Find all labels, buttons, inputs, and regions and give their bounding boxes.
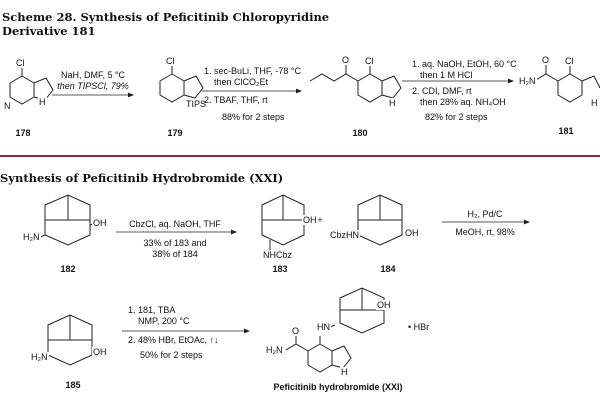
structure-179 (159, 66, 204, 103)
step2-yield: 88% for 2 steps (222, 112, 285, 122)
atom-h2n-185: H₂N (30, 352, 49, 362)
step3-yield: 82% for 2 steps (425, 112, 488, 122)
atom-cl-179: Cl (165, 56, 176, 66)
plus-sign: + (317, 215, 323, 225)
atom-nh-178: H (38, 97, 47, 107)
atom-nh-180: H (388, 98, 397, 108)
xxi-step3-yield: 50% for 2 steps (140, 350, 203, 360)
compound-label-185: 185 (65, 380, 81, 390)
xxi-step3-line2: NMP, 200 °C (138, 316, 190, 326)
step3-line4: then 28% aq. NH₄OH (420, 97, 506, 107)
atom-oh-184: OH (404, 228, 420, 238)
step2-line3: 2. TBAF, THF, rt (204, 95, 268, 105)
atom-h2n-182: H₂N (22, 232, 41, 242)
atom-oh-182: OH (92, 218, 108, 228)
compound-label-180: 180 (352, 128, 368, 138)
step1-reagents-2: then TIPSCl, 79% (57, 81, 129, 91)
xxi-step1-line1: CbzCl, aq. NaOH, THF (129, 219, 221, 229)
compound-label-179: 179 (167, 128, 183, 138)
atom-o-180: O (341, 55, 351, 65)
step2-line2: then ClCO₂Et (214, 77, 269, 87)
structure-183 (261, 194, 305, 250)
section-divider (0, 155, 600, 157)
structure-184 (357, 194, 403, 246)
structure-182 (37, 194, 99, 246)
structure-180 (309, 63, 402, 103)
atom-oh-183: OH (302, 215, 318, 225)
scheme-28-title-line2: Derivative 181 (2, 24, 96, 38)
atom-h2n-product: H₂N (265, 345, 284, 355)
structure-peficitinib (285, 287, 385, 373)
atom-cl-181: Cl (564, 56, 575, 66)
product-name: Peficitinib hydrobromide (XXI) (273, 382, 403, 392)
compound-label-182: 182 (60, 264, 76, 274)
atom-o-181: O (541, 55, 551, 65)
step3-line3: 2. CDI, DMF, rt (412, 86, 472, 96)
structure-178 (9, 68, 54, 105)
xxi-step2-line2: MeOH, rt, 98% (455, 227, 515, 237)
atom-cl-180: Cl (364, 56, 375, 66)
compound-label-184: 184 (380, 264, 396, 274)
atom-nh-product: H (340, 367, 349, 377)
atom-n-178: N (3, 101, 12, 111)
step3-line1: 1. aq. NaOH, EtOH, 60 °C (412, 59, 517, 69)
atom-oh-185: OH (92, 347, 108, 357)
xxi-step3-line1: 1. 181, TBA (128, 305, 176, 315)
compound-label-178: 178 (15, 128, 31, 138)
xxi-step3-line3: 2. 48% HBr, EtOAc, ↑↓ (128, 335, 219, 345)
hbr-salt: • HBr (408, 322, 430, 332)
atom-nhcbz-183: NHCbz (262, 250, 294, 260)
atom-oh-product: OH (376, 300, 392, 310)
xxi-step1-line3: 38% of 184 (152, 249, 198, 259)
scheme-28-title-line1: Scheme 28. Synthesis of Peficitinib Chlo… (2, 10, 330, 24)
atom-nh-181: H (590, 98, 599, 108)
scheme-xxi-title: Synthesis of Peficitinib Hydrobromide (X… (0, 171, 284, 185)
atom-cbzhn-184: CbzHN (329, 230, 361, 240)
xxi-step1-line2: 33% of 183 and (143, 238, 207, 248)
atom-hn-product: HN (316, 322, 331, 332)
structure-181 (535, 63, 600, 103)
atom-tips-179: TIPS (185, 99, 208, 109)
atom-cl-178: Cl (15, 58, 26, 68)
compound-label-181: 181 (558, 126, 574, 136)
reaction-arrows (52, 78, 531, 334)
atom-h2n-181: H₂N (518, 76, 537, 86)
compound-label-183: 183 (272, 264, 288, 274)
structure-185 (47, 314, 93, 366)
step2-line1: 1. sec-BuLi, THF, -78 °C (204, 66, 301, 76)
atom-o-product: O (291, 326, 301, 336)
xxi-step2-line1: H₂, Pd/C (467, 209, 503, 219)
step3-line2: then 1 M HCl (420, 70, 473, 80)
step1-reagents: NaH, DMF, 5 °C (60, 70, 126, 80)
